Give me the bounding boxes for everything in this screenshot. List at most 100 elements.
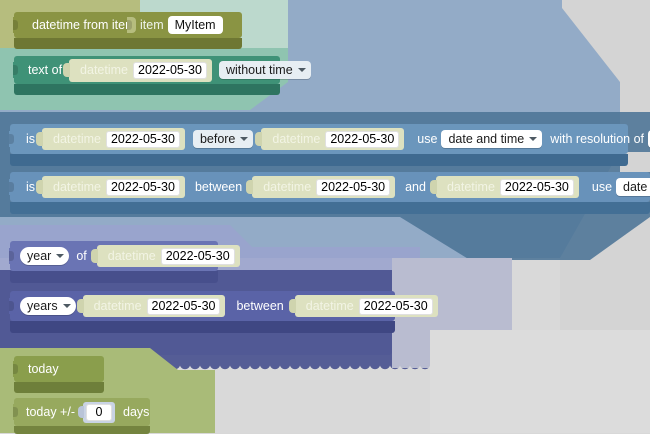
datetime-input[interactable]: 2022-05-30 — [160, 247, 235, 265]
resolution-label: with resolution of — [550, 131, 645, 146]
datetime-input[interactable]: 2022-05-30 — [105, 178, 180, 196]
datetime-value-block-1[interactable]: datetime 2022-05-30 — [36, 128, 185, 150]
compare-dropdown[interactable]: before — [192, 130, 254, 148]
use-label: use — [417, 131, 438, 146]
use-dropdown[interactable]: date and time — [441, 130, 543, 148]
datetime-value-block-1[interactable]: datetime 2022-05-30 — [76, 295, 226, 317]
is-datetime-before-block[interactable]: is datetime 2022-05-30 before datetime 2… — [9, 124, 650, 166]
value-connector-icon — [36, 180, 44, 194]
block-shadow — [14, 38, 242, 49]
chevron-down-icon — [56, 254, 65, 258]
dropdown-label: without time — [225, 63, 293, 77]
today-plus-minus-days-block[interactable]: today +/- 0 days — [13, 398, 150, 434]
datetime-label: datetime — [107, 249, 156, 263]
years-between-datetimes-block[interactable]: years datetime 2022-05-30 between dateti… — [9, 291, 438, 333]
datetime-label: datetime — [263, 180, 312, 194]
dropdown-label: years — [27, 299, 58, 313]
datetime-value-block[interactable]: datetime 2022-05-30 — [63, 58, 212, 82]
value-connector-icon — [36, 132, 44, 146]
value-connector-icon — [90, 249, 98, 263]
is-datetime-between-block[interactable]: is datetime 2022-05-30 between datetime … — [9, 172, 650, 214]
prefix-label: today +/- — [26, 404, 75, 419]
unit-dropdown[interactable]: year — [20, 247, 70, 265]
socket-connector-icon — [127, 17, 136, 33]
block-connector-icon — [13, 17, 22, 33]
between-label: between — [236, 298, 284, 313]
datetime-label: datetime — [53, 132, 101, 146]
datetime-label: datetime — [80, 63, 128, 77]
datetime-input[interactable]: 2022-05-30 — [105, 130, 180, 148]
is-label: is — [26, 131, 36, 146]
block-shadow — [14, 426, 150, 434]
block-connector-icon — [9, 298, 18, 314]
datetime-input[interactable]: 2022-05-30 — [316, 178, 391, 196]
block-connector-icon — [9, 179, 18, 195]
use-dropdown[interactable]: date and time — [616, 178, 650, 196]
block-shadow — [10, 154, 628, 166]
datetime-label: datetime — [272, 132, 321, 146]
unit-dropdown[interactable]: years — [20, 297, 76, 315]
dropdown-label: date and time — [623, 180, 650, 194]
datetime-value-block-2[interactable]: datetime 2022-05-30 — [288, 295, 438, 317]
datetime-input[interactable]: 2022-05-30 — [133, 61, 207, 79]
datetime-label: datetime — [93, 299, 142, 313]
background-shape-grey-right — [560, 0, 650, 433]
days-number-block[interactable]: 0 — [78, 401, 115, 423]
datetime-value-block-3[interactable]: datetime 2022-05-30 — [429, 176, 579, 198]
block-connector-icon — [13, 361, 22, 377]
and-label: and — [405, 179, 426, 194]
value-connector-icon — [63, 63, 71, 77]
value-connector-icon — [246, 180, 254, 194]
datetime-input[interactable]: 2022-05-30 — [358, 297, 433, 315]
today-block[interactable]: today — [13, 356, 104, 393]
value-connector-icon — [78, 406, 84, 418]
block-label: today — [28, 361, 59, 376]
datetime-value-block[interactable]: datetime 2022-05-30 — [90, 245, 240, 267]
item-socket[interactable]: item MyItem — [127, 12, 242, 38]
value-connector-icon — [255, 132, 263, 146]
item-label: item — [140, 17, 164, 32]
block-connector-icon — [9, 248, 18, 264]
block-connector-icon — [13, 62, 22, 78]
block-shadow — [10, 271, 218, 283]
block-label: text of — [28, 62, 63, 77]
block-surface — [14, 356, 104, 382]
dropdown-label: before — [199, 132, 236, 146]
resolution-dropdown[interactable]: years — [648, 130, 650, 148]
dropdown-label: date and time — [448, 132, 525, 146]
datetime-input[interactable]: 2022-05-30 — [499, 178, 574, 196]
datetime-label: datetime — [446, 180, 495, 194]
block-shadow — [14, 84, 280, 95]
datetime-label: datetime — [53, 180, 101, 194]
value-connector-icon — [429, 180, 437, 194]
block-label: datetime from item — [32, 17, 136, 32]
chevron-down-icon — [529, 137, 538, 141]
without-time-dropdown[interactable]: without time — [218, 61, 311, 79]
chevron-down-icon — [240, 137, 249, 141]
datetime-label: datetime — [305, 299, 354, 313]
block-connector-icon — [13, 404, 22, 420]
background-shape-grey-step — [430, 330, 650, 433]
days-number-input[interactable]: 0 — [86, 403, 112, 421]
value-connector-icon — [288, 299, 296, 313]
datetime-value-block-2[interactable]: datetime 2022-05-30 — [255, 128, 405, 150]
block-shadow — [10, 202, 650, 214]
block-shadow — [14, 382, 104, 393]
datetime-input[interactable]: 2022-05-30 — [146, 297, 221, 315]
item-value-field[interactable]: MyItem — [167, 16, 223, 34]
year-of-datetime-block[interactable]: year of datetime 2022-05-30 — [9, 241, 240, 283]
chevron-down-icon — [297, 68, 306, 72]
datetime-input[interactable]: 2022-05-30 — [325, 130, 400, 148]
datetime-value-block-1[interactable]: datetime 2022-05-30 — [36, 176, 185, 198]
is-label: is — [26, 179, 36, 194]
between-label: between — [194, 179, 243, 194]
suffix-label: days — [123, 404, 150, 419]
text-of-datetime-block[interactable]: text of datetime 2022-05-30 without time — [13, 56, 311, 95]
of-label: of — [76, 248, 87, 263]
chevron-down-icon — [62, 304, 71, 308]
use-label: use — [591, 179, 613, 194]
block-connector-icon — [9, 131, 18, 147]
datetime-value-block-2[interactable]: datetime 2022-05-30 — [246, 176, 396, 198]
dropdown-label: year — [27, 249, 52, 263]
block-shadow — [10, 321, 395, 333]
